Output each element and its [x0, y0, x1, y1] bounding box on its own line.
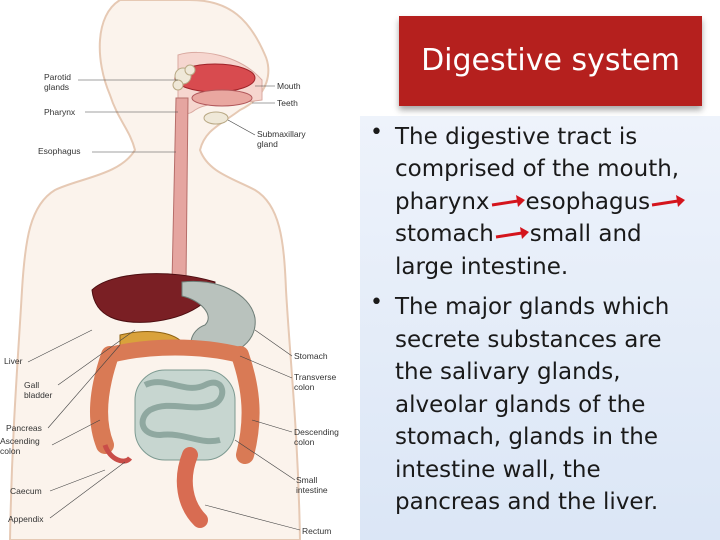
- label-appendix: Appendix: [8, 514, 44, 524]
- body-illustration: [8, 0, 302, 540]
- ascending-colon-shape: [89, 346, 119, 454]
- bullet-1-marker: •: [370, 120, 383, 145]
- bullet-2-marker: •: [370, 290, 383, 315]
- bullet-2-line-3: the salivary glands,: [395, 359, 621, 385]
- label-teeth: Teeth: [277, 98, 298, 108]
- arrow-right-icon: [651, 194, 686, 207]
- title-box: Digestive system: [399, 16, 702, 106]
- label-small-intestine: Small intestine: [296, 475, 328, 495]
- label-caecum: Caecum: [10, 486, 42, 496]
- bullet-2-line-2: secrete substances are: [395, 327, 662, 353]
- word-pharynx: pharynx: [395, 189, 490, 215]
- bullet-1-line-5: large intestine.: [395, 254, 569, 280]
- label-rectum: Rectum: [302, 526, 332, 536]
- bullet-2-line-5: stomach, glands in the: [395, 424, 658, 450]
- label-stomach: Stomach: [294, 351, 328, 361]
- word-stomach: stomach: [395, 221, 494, 247]
- rectum-shape: [176, 447, 208, 528]
- label-transverse-colon: Transverse colon: [294, 372, 337, 392]
- bullet-1-line-4: stomach small and: [395, 218, 642, 250]
- label-esophagus: Esophagus: [38, 146, 81, 156]
- slide-title: Digestive system: [421, 43, 680, 78]
- appendix-shape: [102, 444, 133, 464]
- label-submaxillary-gland: Submaxillary gland: [257, 129, 306, 149]
- label-leader-lines: [27, 79, 301, 531]
- word-small-and: small and: [529, 221, 642, 247]
- arrow-right-icon: [491, 194, 525, 207]
- teeth-shape: [191, 89, 253, 107]
- label-mouth: Mouth: [277, 81, 301, 91]
- label-descending-colon: Descending colon: [294, 427, 339, 447]
- label-parotid-glands: Parotid glands: [44, 72, 71, 92]
- label-gall-bladder: Gall bladder: [24, 380, 53, 400]
- descending-colon-shape: [231, 346, 260, 464]
- word-esophagus: esophagus: [525, 189, 651, 215]
- bullet-2-line-4: alveolar glands of the: [395, 392, 646, 418]
- bullet-1-line-3: pharynx esophagus: [395, 186, 686, 218]
- bullet-2-line-1: The major glands which: [395, 294, 670, 320]
- label-ascending-colon: Ascending colon: [0, 436, 40, 456]
- transverse-colon-shape: [102, 339, 248, 363]
- bullet-2-line-7: pancreas and the liver.: [395, 489, 659, 515]
- label-liver: Liver: [4, 356, 23, 366]
- arrow-right-icon: [495, 226, 529, 239]
- digestive-system-illustration: Parotid glands Pharynx Esophagus Mouth T…: [0, 0, 339, 540]
- text-panel: [360, 116, 720, 540]
- submaxillary-gland-shape: [203, 111, 229, 125]
- bullet-2-line-6: intestine wall, the: [395, 457, 601, 483]
- bullet-1-line-2: comprised of the mouth,: [395, 156, 680, 182]
- label-pharynx: Pharynx: [44, 107, 76, 117]
- bullet-1-line-1: The digestive tract is: [395, 124, 638, 150]
- label-pancreas: Pancreas: [6, 423, 42, 433]
